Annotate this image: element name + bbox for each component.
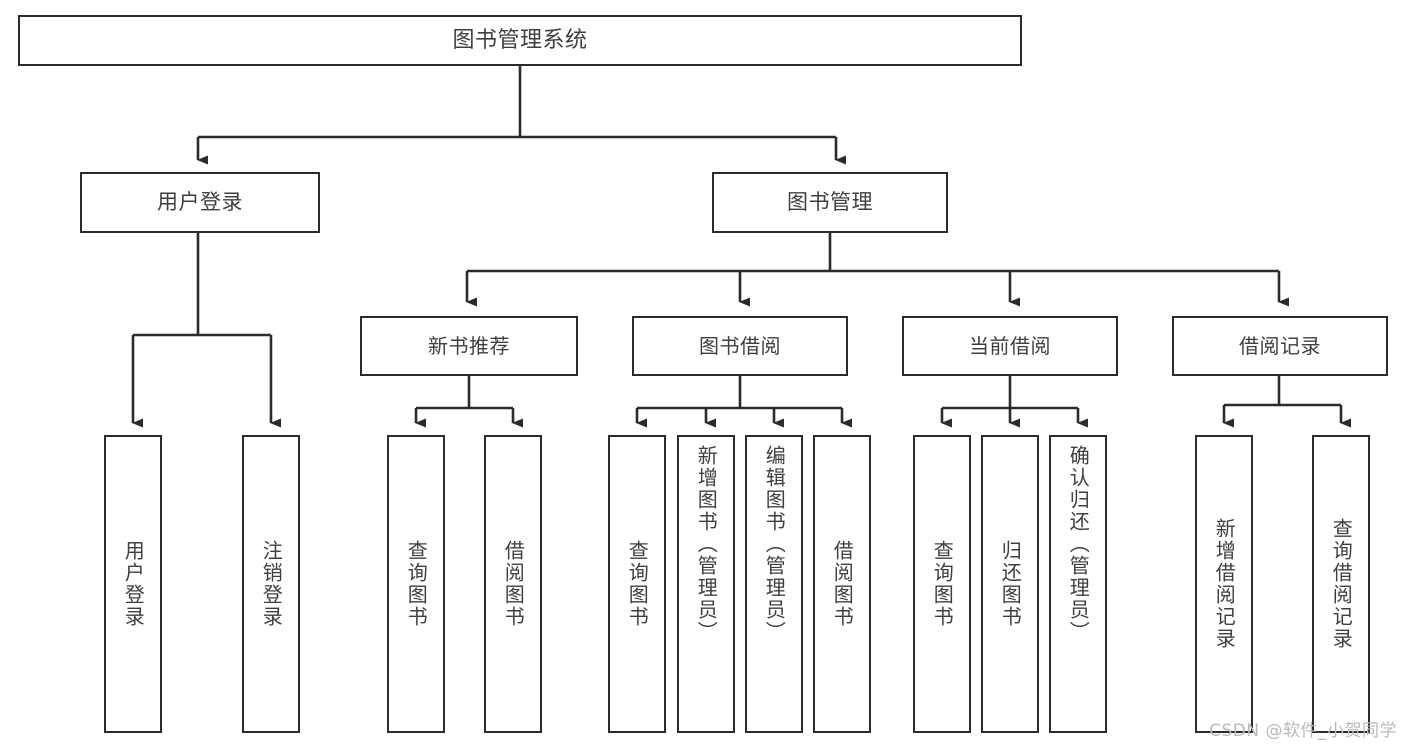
leaf-confirm-return-admin[interactable]: 确认归还（管理员） xyxy=(1049,435,1107,733)
node-book-management[interactable]: 图书管理 xyxy=(712,172,948,233)
node-label: 图书管理系统 xyxy=(452,27,588,53)
node-label: 用户登录 xyxy=(121,540,146,628)
node-label: 图书管理 xyxy=(787,190,873,215)
leaf-return-book[interactable]: 归还图书 xyxy=(981,435,1039,733)
leaf-user-logout[interactable]: 注销登录 xyxy=(242,435,300,733)
node-label: 查询图书 xyxy=(404,540,429,628)
node-label: 新增图书（管理员） xyxy=(694,445,719,643)
node-label: 用户登录 xyxy=(157,190,243,215)
node-label: 借阅记录 xyxy=(1239,333,1321,358)
leaf-borrow-book[interactable]: 借阅图书 xyxy=(813,435,871,733)
node-borrow-record[interactable]: 借阅记录 xyxy=(1172,316,1388,376)
leaf-borrow-book-recommend[interactable]: 借阅图书 xyxy=(484,435,542,733)
node-label: 新书推荐 xyxy=(428,333,510,358)
node-label: 查询图书 xyxy=(930,540,955,628)
node-new-book-recommend[interactable]: 新书推荐 xyxy=(360,316,578,376)
node-user-login[interactable]: 用户登录 xyxy=(80,172,320,233)
leaf-query-borrow-record[interactable]: 查询借阅记录 xyxy=(1312,435,1370,733)
node-label: 当前借阅 xyxy=(969,333,1051,358)
node-root-book-management-system[interactable]: 图书管理系统 xyxy=(18,15,1022,66)
leaf-query-book-current[interactable]: 查询图书 xyxy=(913,435,971,733)
node-label: 归还图书 xyxy=(998,540,1023,628)
node-label: 编辑图书（管理员） xyxy=(762,445,787,643)
node-label: 借阅图书 xyxy=(501,540,526,628)
node-current-borrow[interactable]: 当前借阅 xyxy=(902,316,1118,376)
node-label: 新增借阅记录 xyxy=(1212,518,1237,650)
leaf-edit-book-admin[interactable]: 编辑图书（管理员） xyxy=(745,435,803,733)
node-book-borrow[interactable]: 图书借阅 xyxy=(632,316,848,376)
node-label: 注销登录 xyxy=(259,540,284,628)
leaf-add-borrow-record[interactable]: 新增借阅记录 xyxy=(1195,435,1253,733)
node-label: 查询图书 xyxy=(625,540,650,628)
csdn-watermark: CSDN @软件_小贺同学 xyxy=(1209,721,1397,741)
node-label: 确认归还（管理员） xyxy=(1066,445,1091,643)
leaf-add-book-admin[interactable]: 新增图书（管理员） xyxy=(677,435,735,733)
leaf-user-login[interactable]: 用户登录 xyxy=(104,435,162,733)
node-label: 借阅图书 xyxy=(830,540,855,628)
leaf-query-book-borrow[interactable]: 查询图书 xyxy=(608,435,666,733)
node-label: 图书借阅 xyxy=(699,333,781,358)
leaf-query-book-recommend[interactable]: 查询图书 xyxy=(387,435,445,733)
node-label: 查询借阅记录 xyxy=(1329,518,1354,650)
